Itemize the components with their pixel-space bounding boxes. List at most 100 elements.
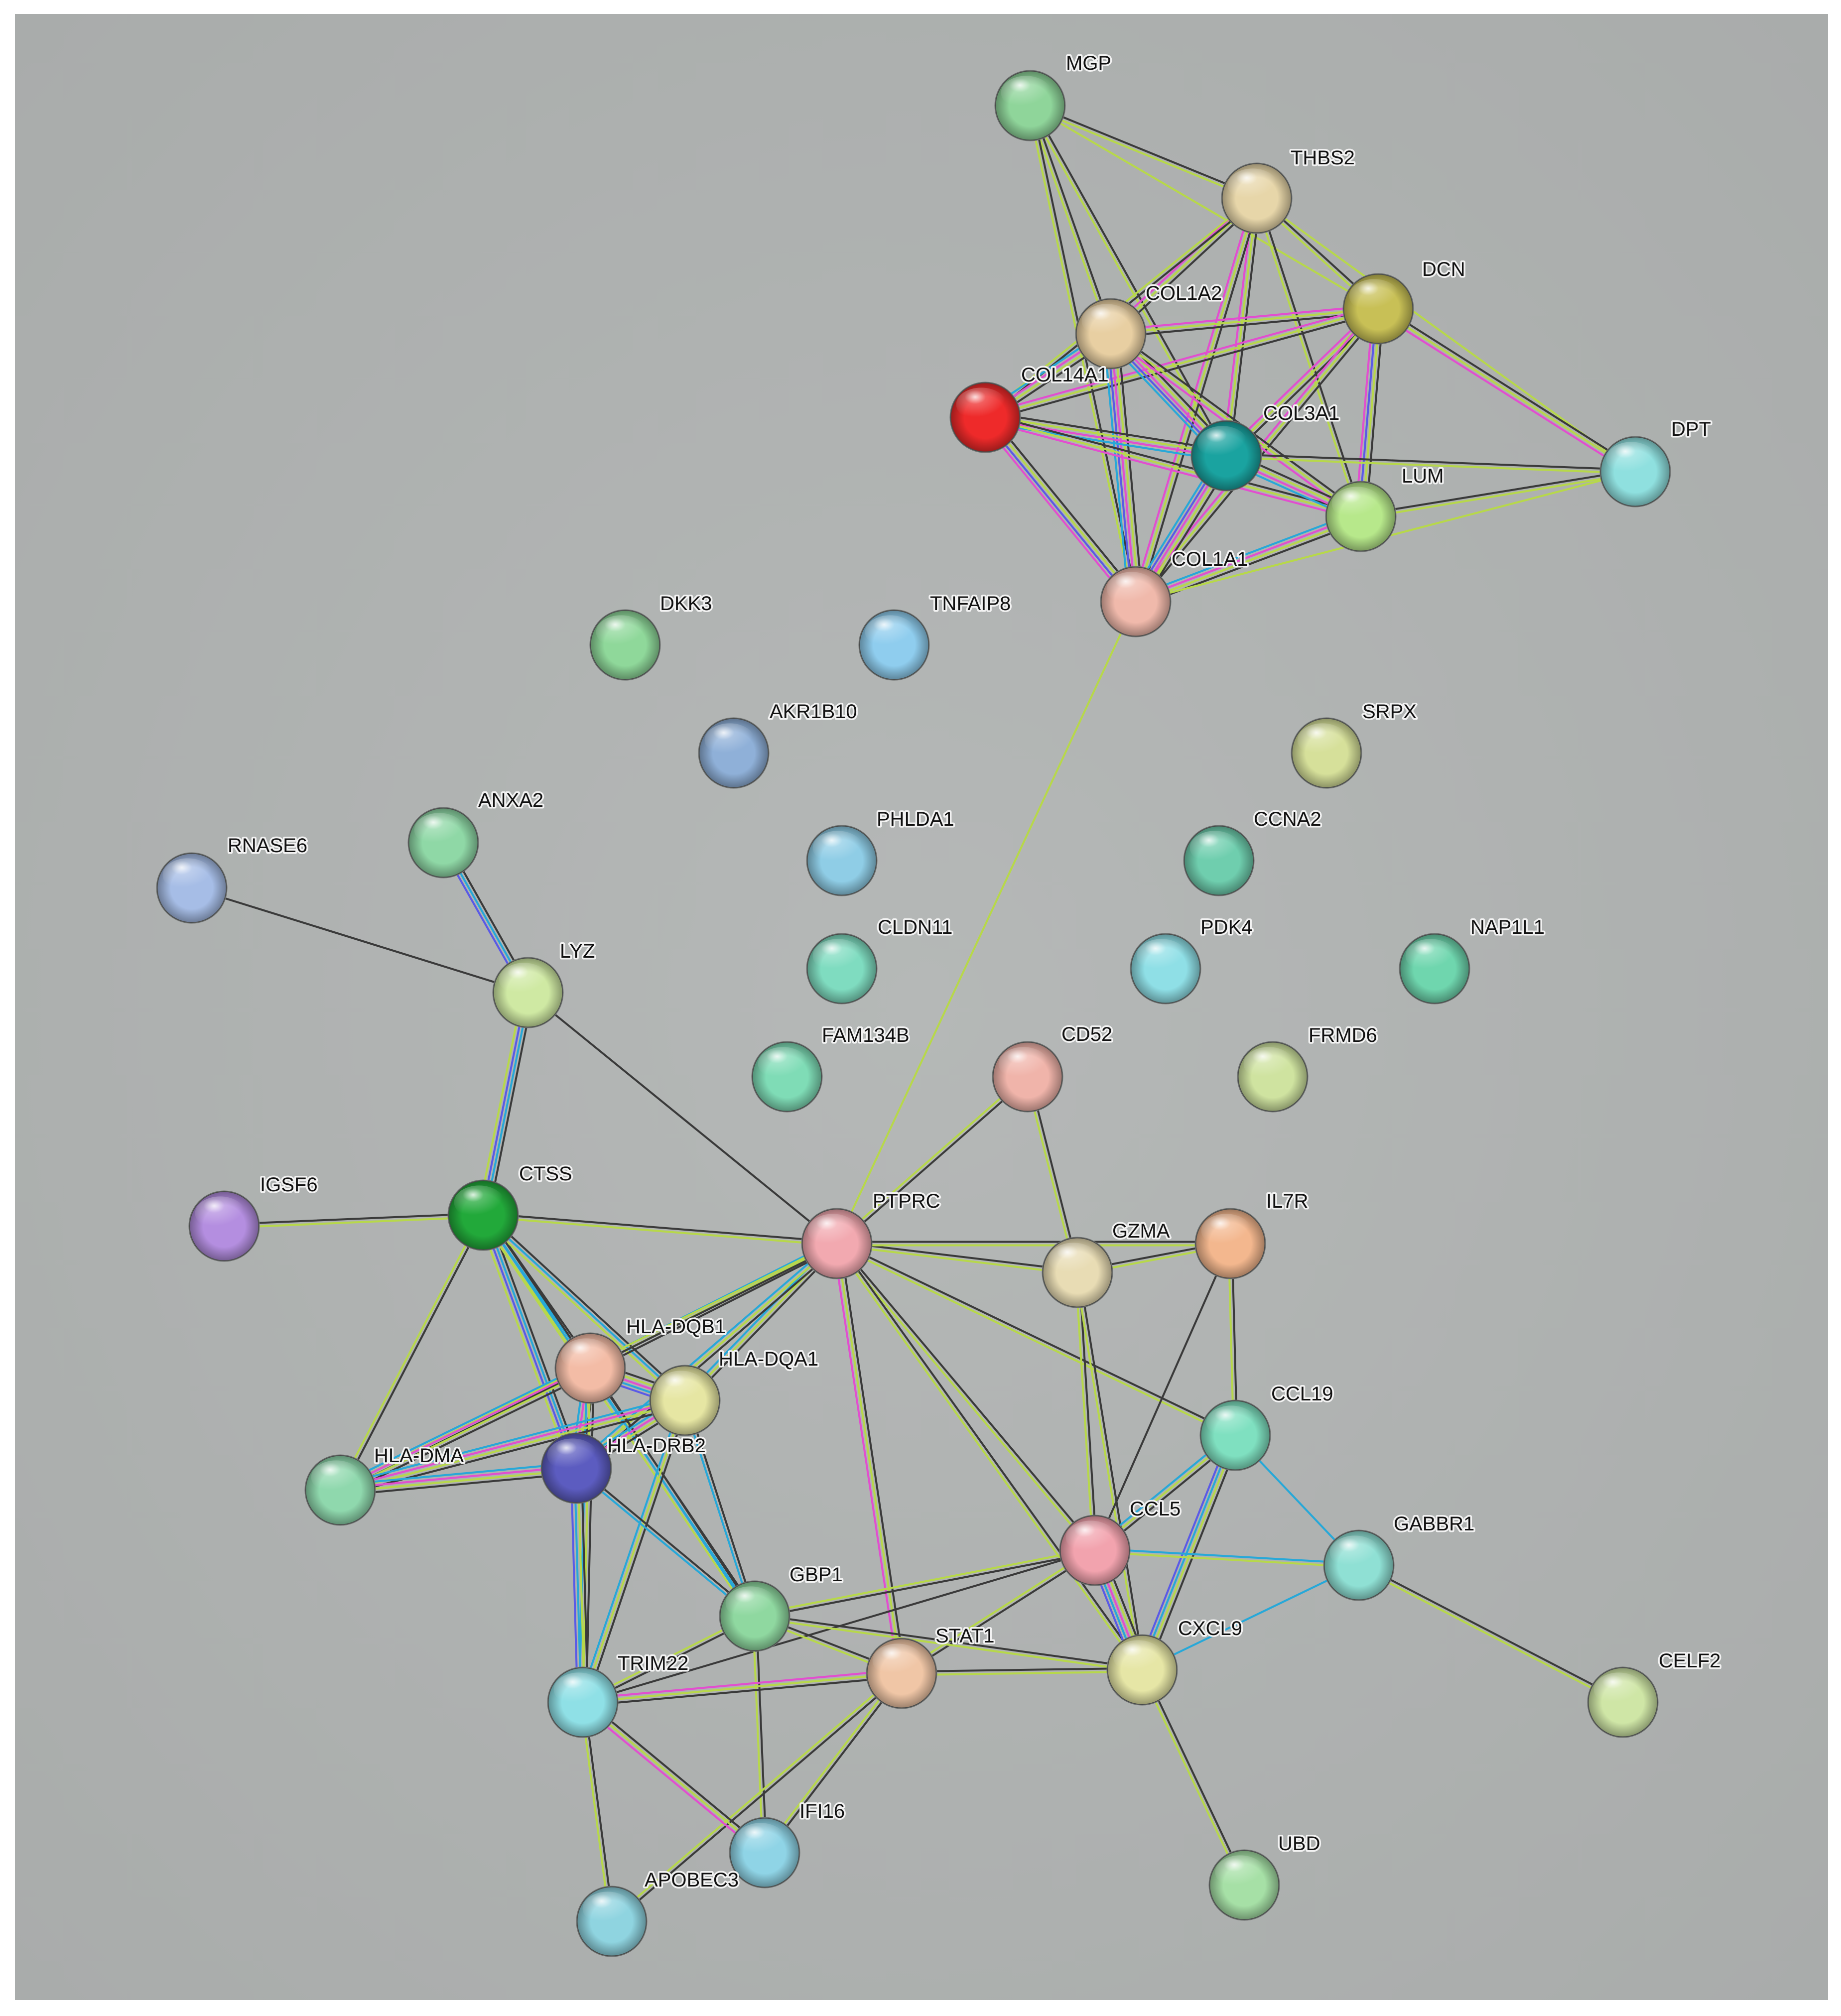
edge-gzma-cxcl9 [1074, 1271, 1145, 1671]
node-label: DPT [1671, 418, 1711, 440]
edge-igsf6-ctss [223, 1212, 485, 1229]
node-lyz[interactable]: LYZ [492, 939, 597, 1028]
node-label: UBD [1278, 1833, 1320, 1855]
node-highlight [1331, 487, 1382, 520]
edge-line-black [339, 1472, 578, 1497]
edge-line-lime [901, 1670, 1144, 1676]
edge-line-black [576, 1466, 757, 1616]
node-dkk3[interactable]: DKK3 [589, 591, 714, 681]
edge-line-black [484, 1211, 688, 1399]
node-trim22[interactable]: TRIM22 [547, 1651, 690, 1738]
node-gbp1[interactable]: GBP1 [719, 1562, 844, 1652]
node-label: CCL19 [1271, 1383, 1333, 1405]
edge-line-magenta [984, 418, 1227, 459]
edge-il7r-ccl5 [1094, 1243, 1231, 1551]
node-tnfaip8[interactable]: TNFAIP8 [858, 591, 1013, 681]
node-label: NAP1L1 [1470, 916, 1545, 938]
edge-line-cyan [1141, 1564, 1360, 1671]
edge-line-black [1359, 469, 1636, 516]
node-hla-dqa1[interactable]: HLA-DQA1 [649, 1347, 820, 1436]
node-highlight [956, 387, 1007, 421]
edge-cxcl9-ubd [1139, 1668, 1247, 1887]
node-il7r[interactable]: IL7R [1194, 1189, 1310, 1279]
node-lum[interactable]: LUM [1325, 464, 1446, 552]
edge-line-black [754, 1551, 1096, 1619]
node-apobec3[interactable]: APOBEC3 [576, 1868, 740, 1957]
edge-line-black [839, 1242, 906, 1674]
edge-gabbr1-celf2 [1357, 1562, 1625, 1705]
node-label: LYZ [560, 940, 595, 962]
node-gabbr1[interactable]: GABBR1 [1323, 1512, 1476, 1601]
node-highlight [807, 1214, 858, 1248]
edge-line-lime [1256, 197, 1636, 473]
edge-line-black [191, 887, 529, 994]
node-celf2[interactable]: CELF2 [1587, 1648, 1722, 1738]
edge-gzma-ccl5 [1074, 1271, 1098, 1552]
node-srpx[interactable]: SRPX [1291, 699, 1418, 789]
node-col14a1[interactable]: COL14A1 [949, 363, 1110, 453]
node-gzma[interactable]: GZMA [1042, 1219, 1172, 1308]
node-anxa2[interactable]: ANXA2 [407, 788, 545, 879]
node-ptprc[interactable]: PTPRC [801, 1189, 942, 1279]
edge-line-lime [1028, 106, 1257, 201]
edge-line-lime [582, 1399, 686, 1703]
node-mgp[interactable]: MGP [994, 51, 1113, 141]
node-ccl5[interactable]: CCL5 [1059, 1497, 1183, 1586]
node-label: DCN [1422, 258, 1465, 280]
edge-thbs2-dpt [1256, 197, 1636, 473]
edge-line-black [583, 1701, 615, 1922]
edge-line-lime [1074, 1271, 1142, 1671]
node-thbs2[interactable]: THBS2 [1221, 145, 1356, 234]
edge-line-cyan [484, 1213, 579, 1469]
edge-hla-dqb1-gbp1 [588, 1366, 757, 1618]
edge-line-lime [1225, 197, 1258, 457]
node-hla-drb2[interactable]: HLA-DRB2 [540, 1432, 707, 1504]
edge-line-black [527, 992, 838, 1245]
node-ctss[interactable]: CTSS [447, 1161, 574, 1251]
node-dcn[interactable]: DCN [1342, 257, 1467, 345]
node-igsf6[interactable]: IGSF6 [188, 1172, 319, 1262]
edge-line-black [223, 1212, 484, 1226]
node-highlight [865, 615, 916, 649]
node-ccl19[interactable]: CCL19 [1199, 1382, 1335, 1471]
node-dpt[interactable]: DPT [1599, 417, 1713, 507]
edge-line-black [836, 1241, 1237, 1435]
edge-line-black [585, 1400, 689, 1705]
node-col3a1[interactable]: COL3A1 [1190, 401, 1341, 492]
edge-line-blue [983, 417, 1136, 604]
edge-line-lime [580, 1701, 611, 1923]
edge-line-magenta [980, 419, 1133, 606]
node-ubd[interactable]: UBD [1208, 1831, 1322, 1921]
edge-ptprc-stat1 [832, 1242, 906, 1675]
edge-dcn-dpt [1375, 305, 1638, 476]
edge-line-magenta [983, 304, 1379, 415]
edge-hla-drb2-gbp1 [574, 1466, 757, 1619]
node-col1a2[interactable]: COL1A2 [1075, 281, 1224, 370]
node-rnase6[interactable]: RNASE6 [156, 833, 309, 924]
node-ifi16[interactable]: IFI16 [729, 1799, 847, 1889]
edge-line-black [988, 413, 1141, 600]
node-stat1[interactable]: STAT1 [866, 1624, 996, 1709]
node-highlight [1227, 168, 1278, 202]
node-hla-dqb1[interactable]: HLA-DQB1 [554, 1314, 728, 1404]
node-highlight [812, 831, 863, 865]
node-highlight [735, 1823, 786, 1857]
node-fam134b[interactable]: FAM134B [751, 1023, 911, 1113]
node-akr1b10[interactable]: AKR1B10 [698, 699, 859, 789]
node-nap1l1[interactable]: NAP1L1 [1399, 915, 1546, 1005]
node-highlight [582, 1891, 633, 1925]
node-phlda1[interactable]: PHLDA1 [806, 807, 956, 896]
node-cxcl9[interactable]: CXCL9 [1106, 1616, 1244, 1706]
edge-line-lime [834, 1074, 1028, 1244]
edge-line-black [1143, 1668, 1247, 1886]
edge-line-black [985, 411, 1228, 452]
edge-line-lime [1377, 308, 1636, 473]
edge-lum-dpt [1359, 469, 1637, 519]
node-ccna2[interactable]: CCNA2 [1183, 807, 1323, 896]
node-col1a1[interactable]: COL1A1 [1100, 547, 1250, 637]
node-pdk4[interactable]: PDK4 [1130, 915, 1254, 1005]
node-cldn11[interactable]: CLDN11 [806, 915, 954, 1005]
node-cd52[interactable]: CD52 [992, 1022, 1114, 1113]
node-hla-dma[interactable]: HLA-DMA [304, 1443, 466, 1526]
node-frmd6[interactable]: FRMD6 [1237, 1023, 1379, 1113]
